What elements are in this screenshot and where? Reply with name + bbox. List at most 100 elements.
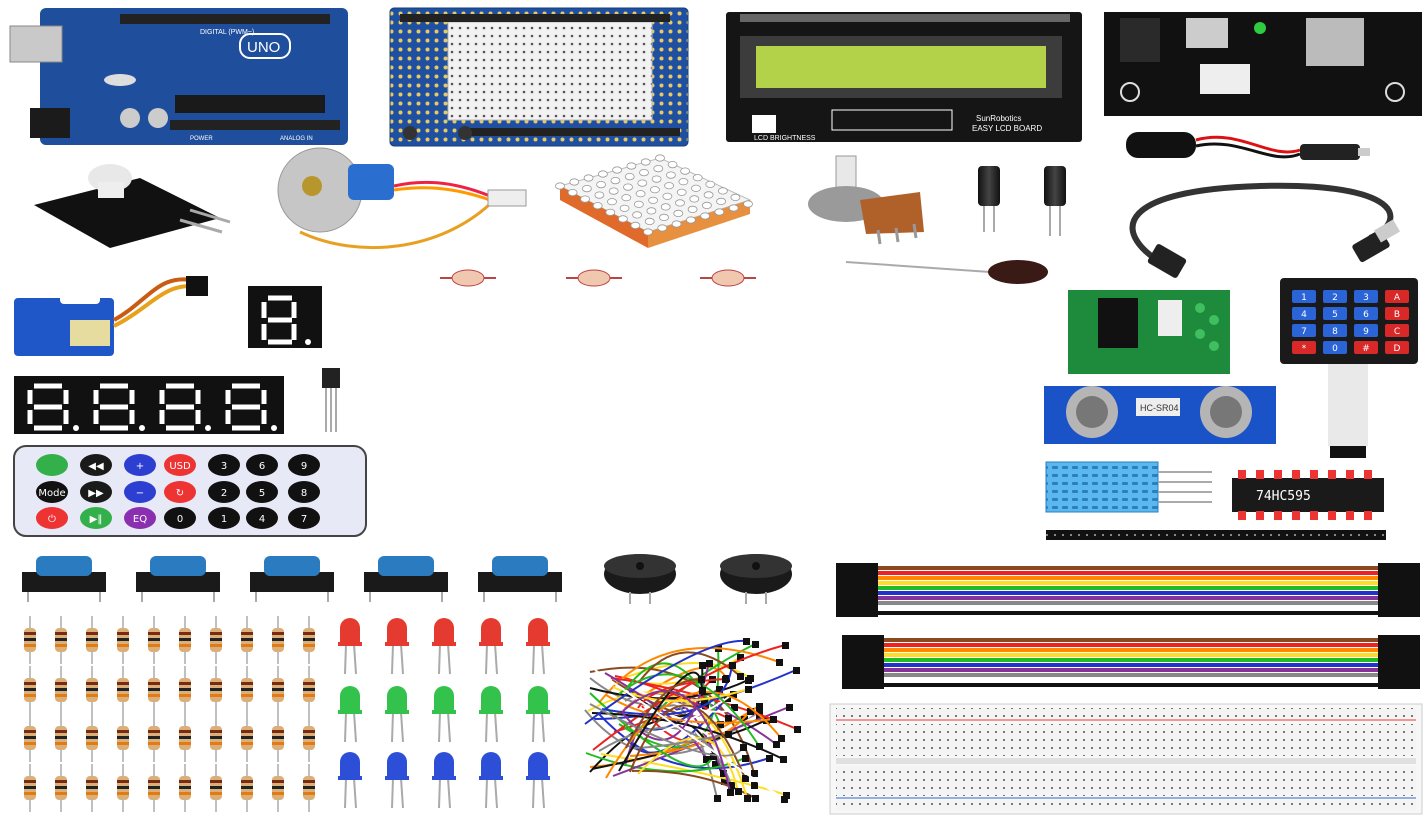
- resistor-band: [241, 638, 253, 641]
- resistor-band: [86, 638, 98, 641]
- jumper-tip: [773, 741, 780, 748]
- jumper-wire: [589, 679, 749, 700]
- resistor-band: [210, 730, 222, 733]
- chip-pin: [1328, 511, 1336, 520]
- remote-key-label: ◀◀: [88, 461, 104, 472]
- led-lead: [485, 777, 488, 809]
- keypad-key: [1354, 324, 1378, 337]
- resistor-band: [55, 742, 67, 745]
- chip-pin: [1346, 511, 1354, 520]
- remote-key: [36, 507, 68, 529]
- resistor-band: [241, 730, 253, 733]
- keypad-key-label: D: [1394, 344, 1401, 354]
- jumper-tip: [752, 641, 759, 648]
- lcd-brand: SunRobotics: [976, 114, 1021, 123]
- ribbon-connector: [1378, 635, 1420, 689]
- arduino-uno-board: UNO DIGITAL (PWM~) POWER ANALOG IN: [9, 8, 348, 145]
- led-rim: [338, 642, 362, 646]
- resistor-band: [241, 736, 253, 739]
- keypad-key: [1292, 307, 1316, 320]
- jumper-tip: [740, 744, 747, 751]
- matrix-led: [678, 178, 689, 186]
- jumper-tip: [699, 662, 706, 669]
- remote-key-label: ⏻: [48, 514, 56, 525]
- resistor-band: [148, 786, 160, 789]
- shift-register-chip: 74HC595: [1232, 470, 1384, 520]
- keypad-key-label: 9: [1363, 327, 1369, 337]
- remote-key: [124, 507, 156, 529]
- resistor-band: [24, 632, 36, 635]
- jumper-tip: [729, 662, 736, 669]
- remote-key: [164, 507, 196, 529]
- matrix-led: [691, 184, 701, 192]
- resistor-band: [117, 694, 129, 697]
- jumper-wire: [584, 639, 747, 725]
- resistor-band: [210, 694, 222, 697]
- matrix-led: [743, 200, 753, 208]
- resistor-band: [148, 644, 160, 647]
- remote-key: [80, 481, 112, 503]
- led-rim: [432, 642, 456, 646]
- led-lead: [400, 643, 404, 675]
- matrix-led: [569, 178, 580, 186]
- four-digit-segments: [27, 383, 277, 431]
- chip-pin: [1346, 470, 1354, 479]
- led-rim: [385, 776, 409, 780]
- jumper-tip: [742, 775, 749, 782]
- jumper-tip: [730, 691, 737, 698]
- resistor-band: [272, 736, 284, 739]
- arduino-analog-label: ANALOG IN: [280, 136, 313, 142]
- led-body: [434, 686, 454, 712]
- jumper-tip: [720, 770, 727, 777]
- resistor-band: [303, 694, 315, 697]
- keypad-key: [1385, 307, 1409, 320]
- remote-key: [164, 481, 196, 503]
- jumper-tip: [728, 782, 735, 789]
- matrix-led: [648, 196, 658, 204]
- jumper-tip: [721, 778, 728, 785]
- resistor-band: [303, 742, 315, 745]
- keypad-key-label: 7: [1301, 327, 1307, 337]
- resistor-band: [272, 688, 284, 691]
- resistor-band: [210, 742, 222, 745]
- jumper-tip: [770, 716, 777, 723]
- arduino-logo: UNO: [247, 39, 280, 56]
- jumper-tip: [747, 708, 754, 715]
- matrix-led: [619, 204, 630, 212]
- keypad-key-label: 0: [1332, 344, 1338, 354]
- led-body: [340, 686, 360, 712]
- led-body: [528, 618, 548, 644]
- seven-segment-four-digit: [14, 376, 284, 434]
- chip-pin: [1238, 511, 1246, 520]
- resistor-band: [117, 638, 129, 641]
- jumper-ribbon-cable-top: [836, 563, 1420, 617]
- resistor-band: [117, 730, 129, 733]
- led-rim: [432, 710, 456, 714]
- resistor-band: [179, 780, 191, 783]
- resistor-band: [148, 632, 160, 635]
- resistor-band: [148, 682, 160, 685]
- jumper-wire: [594, 669, 785, 800]
- led-lead: [485, 643, 488, 675]
- led-body: [434, 618, 454, 644]
- matrix-led: [626, 162, 637, 170]
- resistor-band: [272, 780, 284, 783]
- matrix-led: [608, 187, 619, 195]
- chip-pin: [1364, 470, 1372, 479]
- jumper-wire: [605, 694, 774, 724]
- remote-key: [208, 481, 240, 503]
- button-cap: [36, 556, 92, 576]
- resistor-band: [55, 632, 67, 635]
- remote-key: [288, 481, 320, 503]
- led-rim: [432, 776, 456, 780]
- resistor-band: [272, 792, 284, 795]
- matrix-led: [640, 158, 651, 166]
- resistor-band: [55, 792, 67, 795]
- matrix-led: [728, 204, 739, 212]
- jumper-tip: [743, 638, 750, 645]
- led-lead: [353, 777, 357, 809]
- resistor-band: [303, 644, 315, 647]
- resistor-band: [24, 780, 36, 783]
- keypad-key: [1292, 341, 1316, 354]
- matrix-led: [662, 192, 673, 200]
